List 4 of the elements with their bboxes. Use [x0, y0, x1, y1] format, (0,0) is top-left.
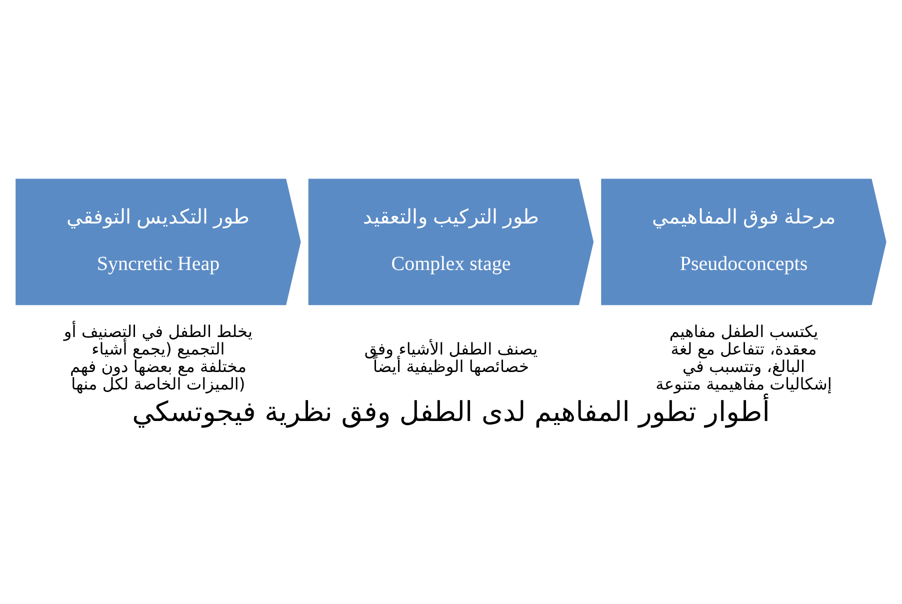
caption: أطوار تطور المفاهيم لدى الطفل وفق نظرية فيجوتسكي: [132, 396, 770, 428]
node-label: يكتسب الطفل مفاهيم معقدة، تتفاعل مع لغة البالغ، وتتسبب في إشكاليات مفاهيمية متنوعة: [656, 322, 832, 394]
node-label: يصنف الطفل الأشياء وفق خصائصها الوظيفية أيضاً: [364, 339, 538, 376]
node-label: يخلط الطفل في التصنيف أو التجميع (يجمع أشياء مختلفة مع بعضها دون فهم الميزات الخاصة لكل منها): [64, 322, 253, 394]
